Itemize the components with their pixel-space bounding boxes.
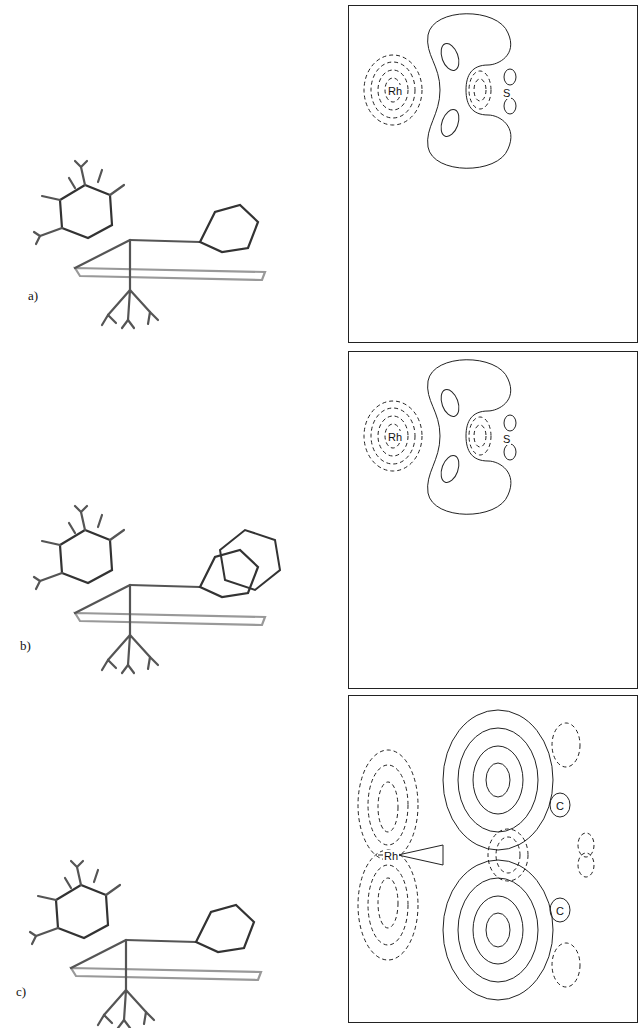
contour-plot (364, 360, 516, 515)
contour-panel: RhCC (348, 695, 638, 1023)
contour-plot (364, 14, 516, 169)
molecule-model (30, 861, 261, 1028)
molecule-model (34, 506, 280, 673)
atom-label: S (502, 433, 511, 445)
atom-label: Rh (387, 431, 403, 443)
panel-letter: b) (20, 638, 31, 654)
contour-panel: Rh S (348, 351, 638, 689)
atom-label: S (502, 87, 511, 99)
panel-letter: a) (28, 288, 38, 304)
molecule-model (34, 161, 265, 328)
atom-label: Rh (387, 85, 403, 97)
atom-label: Rh (383, 850, 399, 862)
contour-panel: Rh S (348, 5, 638, 343)
contour-plot (358, 710, 594, 1000)
atom-label: C (555, 905, 565, 917)
panel-letter: c) (16, 984, 26, 1000)
atom-label: C (555, 800, 565, 812)
